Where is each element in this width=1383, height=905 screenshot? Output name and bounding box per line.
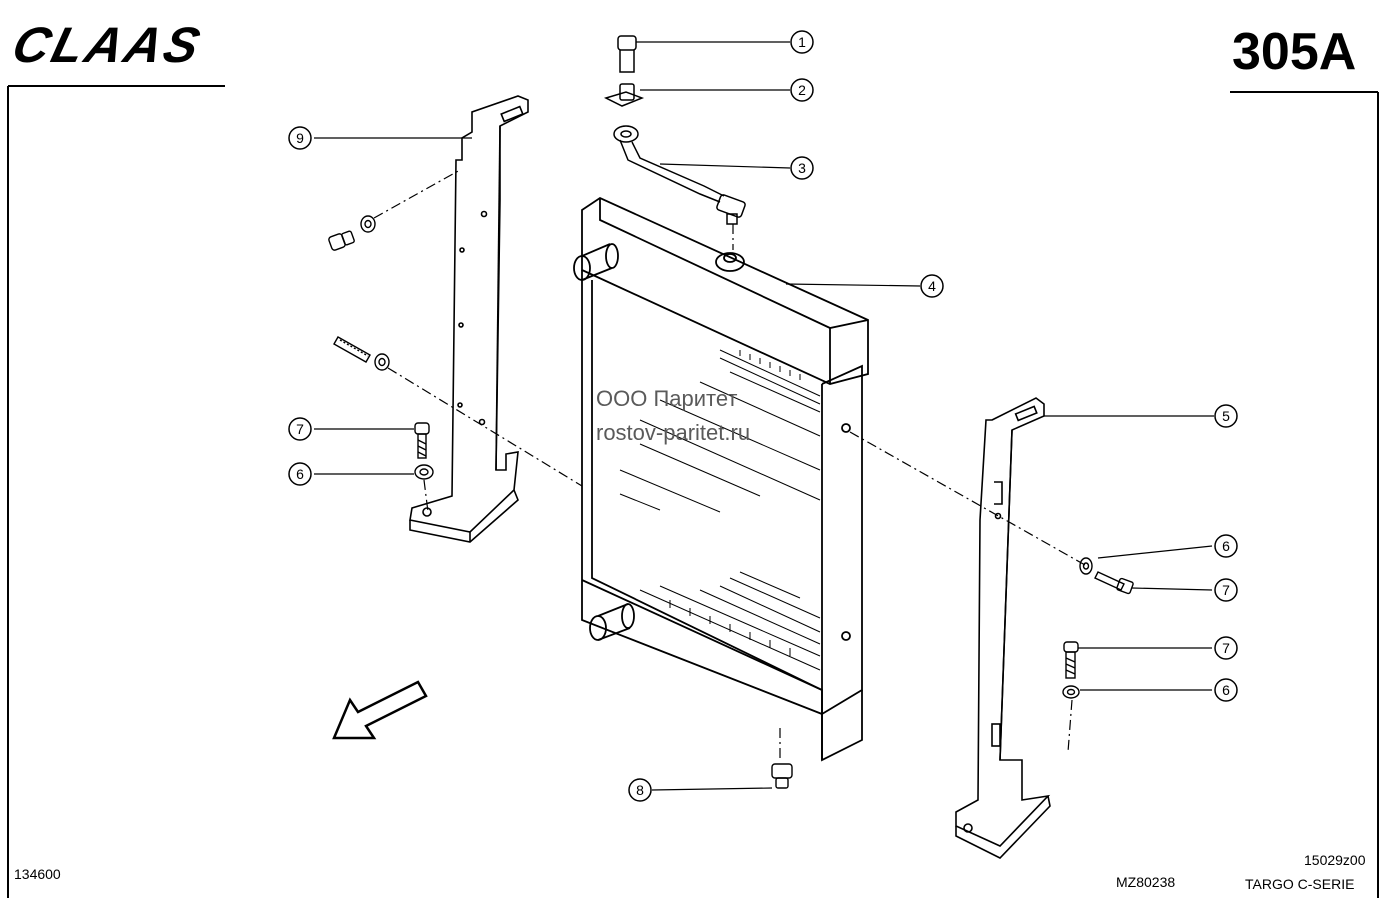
callout-circle [1214,636,1238,660]
forward-direction-arrow [332,680,428,740]
left-bracket [409,95,529,543]
page-number: 305A [1232,23,1357,81]
brand-logo: CLAAS [7,17,209,73]
footer-left-code: 134600 [14,866,61,882]
callout-washer-left: 6 [288,462,312,486]
callout-number: 6 [1222,682,1230,698]
callout-circle [790,30,814,54]
radiator-fins [619,349,821,671]
callout-circle [1214,404,1238,428]
radiator [573,196,869,762]
footer-catalog-code: MZ80238 [1116,874,1176,890]
watermark-site: rostov-paritet.ru [596,420,751,445]
callout-flange: 2 [790,78,814,102]
callout-bracket-right: 5 [1214,404,1238,428]
callout-washer-right-lower: 6 [1214,678,1238,702]
callout-number: 5 [1222,408,1230,424]
callout-circle [920,274,944,298]
callout-circle [628,778,652,802]
callout-number: 8 [636,782,644,798]
callout-number: 7 [296,421,304,437]
callout-washer: 6 [1214,534,1238,558]
callout-bolt-right-lower: 7 [1214,636,1238,660]
callout-circle [1214,534,1238,558]
callout-circle [1214,578,1238,602]
callout-circle [288,126,312,150]
footer-drawing-code: 15029z00 [1304,852,1366,868]
callout-bolt-left: 7 [288,417,312,441]
callout-markers: 1 2 3 4 5 6 7 8 9 7 6 7 6 [288,30,1238,802]
callout-hose: 3 [790,156,814,180]
callout-circle [1214,678,1238,702]
page-frame [7,85,1379,898]
callout-circle [288,462,312,486]
callout-number: 7 [1222,640,1230,656]
callout-bracket-left: 9 [288,126,312,150]
callout-fitting: 1 [790,30,814,54]
callout-bolt: 7 [1214,578,1238,602]
callout-number: 3 [798,160,806,176]
callout-number: 7 [1222,582,1230,598]
callout-number: 6 [296,466,304,482]
callout-drain-plug: 8 [628,778,652,802]
callout-circle [288,417,312,441]
right-bracket [955,397,1051,859]
left-bracket-fasteners [328,215,434,480]
callout-circle [790,156,814,180]
callout-circle [790,78,814,102]
leader-lines [314,41,1214,791]
watermark-company: ООО Паритет [596,386,738,411]
alignment-lines [373,169,1086,760]
callout-number: 4 [928,278,936,294]
callout-number: 6 [1222,538,1230,554]
vent-hose-assembly [603,35,746,225]
callout-number: 9 [296,130,304,146]
callout-radiator: 4 [920,274,944,298]
right-bracket-fasteners [771,557,1134,789]
footer-series: TARGO C-SERIE [1245,876,1355,892]
callout-number: 2 [798,82,806,98]
callout-number: 1 [798,34,806,50]
